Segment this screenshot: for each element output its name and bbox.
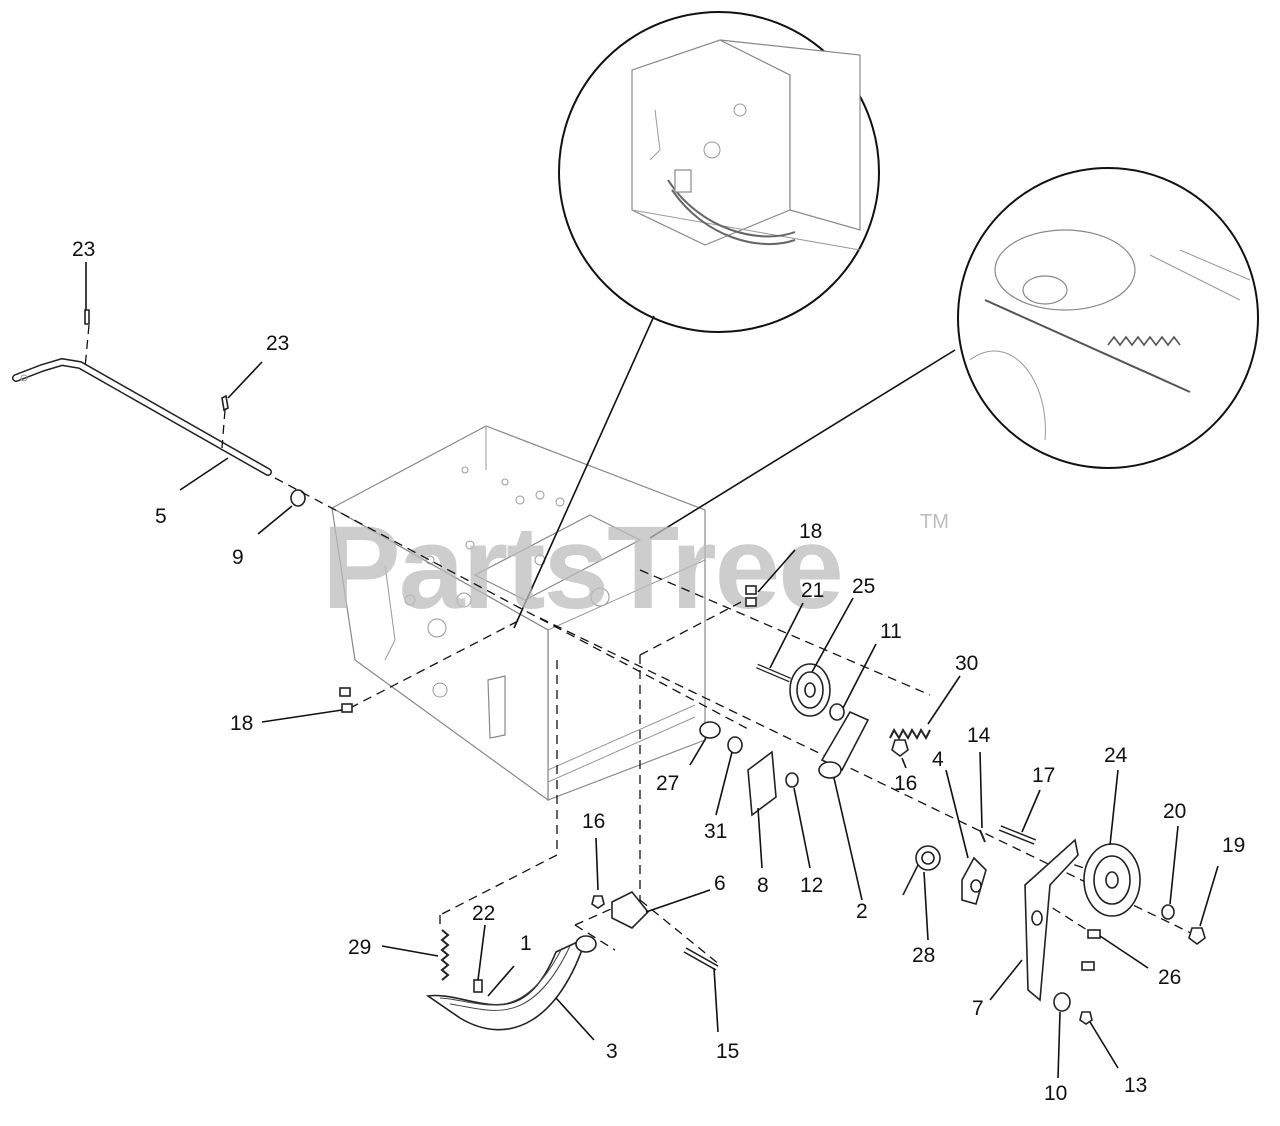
bolt-15 bbox=[683, 947, 719, 971]
watermark-trademark: TM bbox=[920, 511, 949, 533]
bolt-26 bbox=[1087, 929, 1101, 939]
spring-30 bbox=[889, 727, 931, 741]
callout-21: 21 bbox=[801, 579, 824, 602]
callout-20: 20 bbox=[1163, 800, 1186, 823]
plate-4 bbox=[961, 856, 987, 905]
callout-23-top: 23 bbox=[72, 238, 95, 261]
callout-27: 27 bbox=[656, 772, 679, 795]
clip-23-right bbox=[221, 394, 229, 412]
callout-13: 13 bbox=[1124, 1074, 1147, 1097]
clip-22 bbox=[473, 979, 483, 993]
spacer-10 bbox=[1053, 992, 1071, 1012]
nut-16-right bbox=[891, 739, 909, 757]
inset-detail-spring-view bbox=[957, 167, 1259, 469]
inset-detail-cable-view bbox=[558, 11, 880, 333]
bolt-18-right bbox=[745, 585, 757, 607]
callout-11: 11 bbox=[880, 620, 902, 643]
idler-arm-2 bbox=[818, 710, 870, 779]
callout-25: 25 bbox=[852, 575, 875, 598]
bracket-6 bbox=[611, 890, 650, 929]
callout-29: 29 bbox=[348, 936, 371, 959]
callout-22: 22 bbox=[472, 902, 495, 925]
callout-8: 8 bbox=[757, 874, 769, 897]
bolt-21 bbox=[756, 663, 791, 683]
callout-18-right: 18 bbox=[799, 520, 822, 543]
spacer-11 bbox=[829, 703, 845, 721]
callout-4: 4 bbox=[932, 748, 944, 771]
shift-rod bbox=[12, 357, 272, 476]
callout-14: 14 bbox=[967, 724, 991, 747]
pulley-24 bbox=[1083, 843, 1141, 917]
callout-26: 26 bbox=[1158, 966, 1181, 989]
callout-19: 19 bbox=[1222, 834, 1245, 857]
washer-20 bbox=[1161, 904, 1175, 920]
pulley-25 bbox=[789, 663, 831, 717]
bracket-8 bbox=[747, 750, 777, 817]
callout-31: 31 bbox=[704, 820, 727, 843]
nut-16-left bbox=[591, 895, 605, 909]
bolt-17 bbox=[998, 825, 1037, 845]
callout-16-left: 16 bbox=[582, 810, 605, 833]
bolt-26-b bbox=[1081, 961, 1095, 971]
callout-9: 9 bbox=[232, 546, 244, 569]
callout-5: 5 bbox=[155, 505, 167, 528]
callout-24: 24 bbox=[1104, 744, 1128, 767]
idler-bracket-7 bbox=[1024, 838, 1079, 1002]
nut-13 bbox=[1079, 1011, 1093, 1025]
callout-2: 2 bbox=[856, 900, 868, 923]
frame-housing bbox=[330, 425, 706, 802]
ring-31 bbox=[727, 736, 743, 754]
nut-12 bbox=[785, 772, 799, 788]
callout-6: 6 bbox=[714, 872, 726, 895]
callout-30: 30 bbox=[955, 652, 978, 675]
bushing-9 bbox=[290, 489, 306, 507]
chute-shoe-3 bbox=[425, 935, 597, 1031]
inset-leader-right bbox=[649, 349, 956, 539]
bolt-18-left bbox=[339, 687, 353, 713]
watermark-text: PartsTree bbox=[322, 502, 842, 634]
torsion-spring-28 bbox=[902, 845, 941, 896]
callout-16-right: 16 bbox=[894, 772, 917, 795]
callout-12: 12 bbox=[800, 874, 823, 897]
callout-leaders bbox=[85, 262, 1219, 1079]
callout-15: 15 bbox=[716, 1040, 739, 1063]
callout-17: 17 bbox=[1032, 764, 1055, 787]
clip-23-top bbox=[84, 309, 90, 325]
callout-10: 10 bbox=[1044, 1082, 1067, 1105]
spring-29 bbox=[440, 929, 450, 981]
callout-labels: 23 23 5 9 18 21 25 11 30 18 14 17 24 4 1… bbox=[72, 238, 1245, 1105]
callout-18-left: 18 bbox=[230, 712, 253, 735]
callout-1: 1 bbox=[520, 932, 532, 955]
inset-leader-left bbox=[513, 315, 655, 629]
callout-28: 28 bbox=[912, 944, 935, 967]
callout-3: 3 bbox=[606, 1040, 618, 1063]
callout-23-right: 23 bbox=[266, 332, 289, 355]
nut-19 bbox=[1188, 927, 1206, 945]
callout-7: 7 bbox=[972, 997, 984, 1020]
washer-27 bbox=[699, 721, 721, 739]
pin-14 bbox=[979, 829, 986, 843]
